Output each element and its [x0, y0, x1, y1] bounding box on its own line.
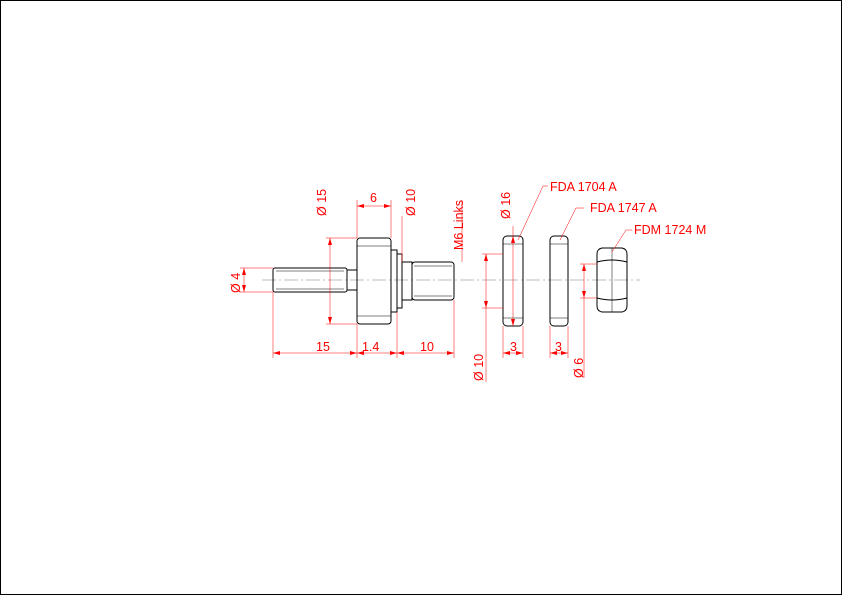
dim-roller-width: 6	[370, 191, 377, 205]
part-label-washer-2: FDA 1747 A	[590, 201, 657, 215]
dim-washer-2-thickness: 3	[555, 340, 562, 354]
dim-dia-thread: Ø 10	[404, 189, 418, 216]
threaded-stud	[401, 261, 455, 301]
dim-washer-1-thickness: 3	[510, 340, 517, 354]
dim-dia-washer-bore: Ø 10	[472, 354, 486, 381]
dimension-geometry	[240, 185, 632, 382]
dim-dia-washer: Ø 16	[499, 192, 513, 219]
dim-dia-nut: Ø 6	[572, 358, 586, 378]
dim-dia-shaft: Ø 4	[229, 273, 243, 293]
dim-len-shaft: 15	[316, 340, 330, 354]
part-label-nut: FDM 1724 M	[634, 223, 706, 237]
shaft-pin	[272, 267, 358, 293]
dim-len-thread: 10	[420, 340, 434, 354]
hex-nut-fdm-1724-m	[596, 247, 628, 313]
part-label-washer-1: FDA 1704 A	[550, 180, 617, 194]
roller-body	[356, 237, 403, 325]
dim-thread-spec: M6 Links	[452, 200, 466, 250]
dim-dia-roller: Ø 15	[315, 189, 329, 216]
dimension-arrowheads	[242, 204, 586, 355]
washer-fda-1747-a	[549, 235, 569, 327]
dim-len-gap: 1.4	[362, 340, 379, 354]
